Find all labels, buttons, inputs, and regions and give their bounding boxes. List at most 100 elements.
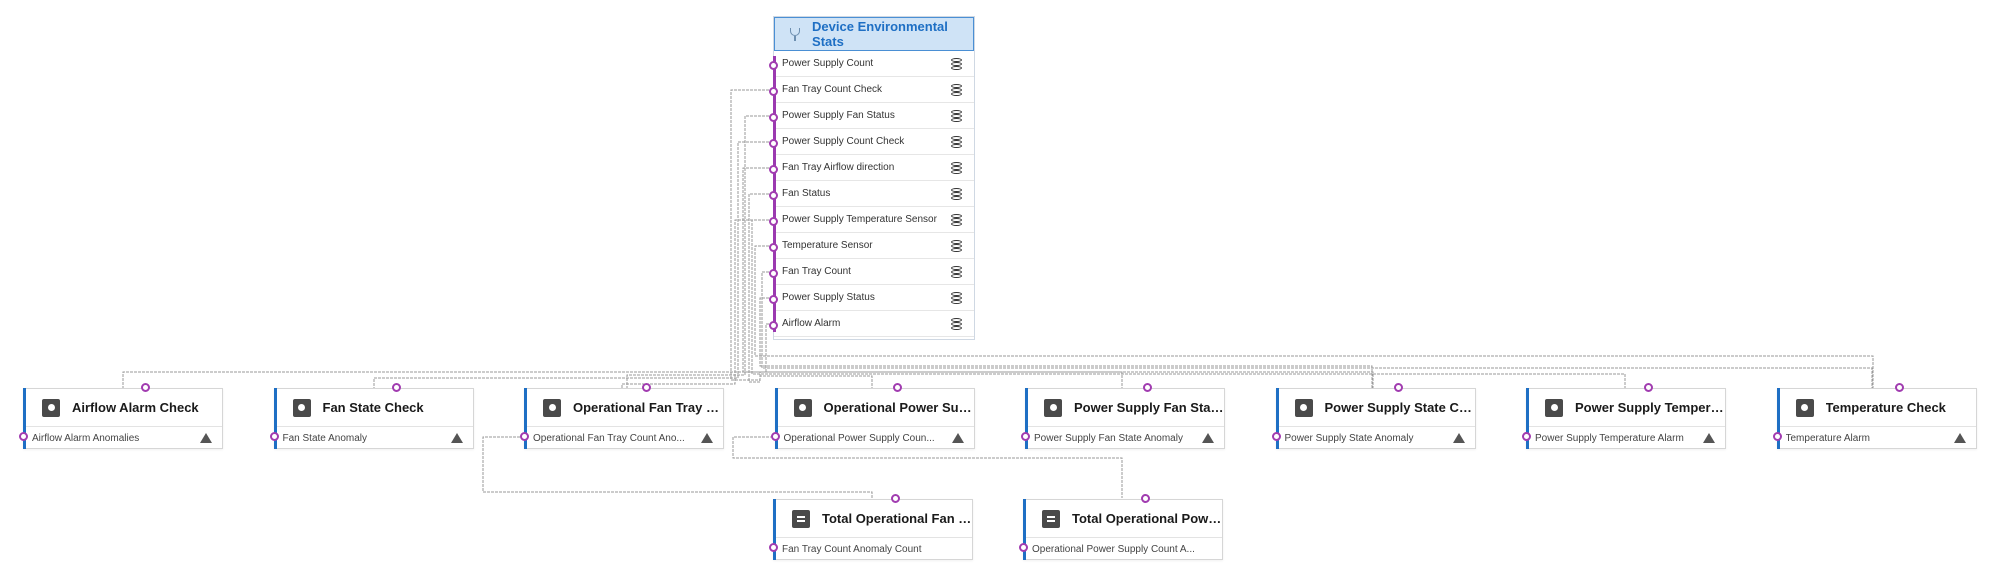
- source-row-port[interactable]: [769, 165, 778, 174]
- check-node[interactable]: Power Supply Temperatu...Power Supply Te…: [1526, 388, 1726, 449]
- source-row-label: Temperature Sensor: [782, 240, 873, 251]
- source-row-port[interactable]: [769, 139, 778, 148]
- node-header[interactable]: Airflow Alarm Check: [24, 389, 222, 427]
- node-title: Airflow Alarm Check: [72, 400, 199, 415]
- source-row-port[interactable]: [769, 217, 778, 226]
- source-row[interactable]: Power Supply Temperature Sensor: [774, 207, 974, 233]
- node-title: Total Operational Fan Tra...: [822, 511, 972, 526]
- check-icon: [543, 398, 561, 417]
- check-input-port[interactable]: [892, 383, 902, 392]
- check-input-port[interactable]: [1644, 383, 1653, 392]
- source-row-port[interactable]: [769, 113, 778, 122]
- database-icon: [951, 291, 962, 304]
- source-row-label: Power Supply Status: [782, 292, 875, 303]
- node-output-row[interactable]: Operational Power Supply Coun...: [776, 427, 974, 449]
- source-row[interactable]: Power Supply Count Check: [774, 129, 974, 155]
- source-row-label: Fan Tray Airflow direction: [782, 162, 895, 173]
- source-row[interactable]: Power Supply Fan Status: [774, 103, 974, 129]
- node-title: Operational Power Suppl...: [823, 400, 974, 415]
- check-input-port[interactable]: [642, 383, 651, 392]
- node-header[interactable]: Power Supply Fan State C...: [1026, 389, 1224, 427]
- check-input-port[interactable]: [1143, 383, 1152, 392]
- node-header[interactable]: Total Operational Fan Tra...: [774, 500, 972, 538]
- source-panel-device-environmental-stats[interactable]: Device Environmental Stats Power Supply …: [773, 16, 975, 340]
- node-output-row[interactable]: Power Supply Temperature Alarm: [1527, 427, 1725, 449]
- check-node[interactable]: Power Supply Fan State C... Power Supply …: [1025, 388, 1225, 449]
- source-row-port[interactable]: [769, 243, 778, 252]
- check-node[interactable]: Operational Fan Tray Cou...Operational F…: [524, 388, 724, 449]
- check-output-port[interactable]: [269, 432, 279, 441]
- source-row-port[interactable]: [769, 321, 778, 330]
- source-row[interactable]: Fan Status: [774, 181, 974, 207]
- warning-icon: [1452, 433, 1465, 443]
- node-title: Power Supply State Check: [1324, 400, 1475, 415]
- database-icon: [951, 135, 962, 148]
- node-header[interactable]: Operational Fan Tray Cou...: [525, 389, 723, 427]
- node-header[interactable]: Fan State Check: [274, 389, 473, 427]
- source-row[interactable]: Fan Tray Count: [774, 259, 974, 285]
- total-input-port[interactable]: [1141, 494, 1150, 503]
- check-output-port[interactable]: [1522, 432, 1531, 441]
- source-row[interactable]: Temperature Sensor: [774, 233, 974, 259]
- database-icon: [951, 317, 962, 330]
- source-row-label: Power Supply Count Check: [782, 136, 905, 147]
- check-input-port[interactable]: [1393, 383, 1403, 392]
- node-output-row[interactable]: Operational Power Supply Count A...: [1024, 538, 1222, 560]
- node-header[interactable]: Power Supply State Check: [1276, 389, 1475, 427]
- node-output-row[interactable]: Operational Fan Tray Count Ano...: [525, 427, 723, 449]
- source-row-port[interactable]: [769, 295, 778, 304]
- node-output-row[interactable]: Fan State Anomaly: [275, 427, 473, 449]
- total-node[interactable]: Total Operational Fan Tra... Fan Tray Cou…: [773, 499, 973, 560]
- source-row[interactable]: Fan Tray Count Check: [774, 77, 974, 103]
- node-header[interactable]: Total Operational Power ...: [1024, 500, 1222, 538]
- source-header[interactable]: Device Environmental Stats: [774, 17, 974, 51]
- total-node[interactable]: Total Operational Power ...Operational P…: [1023, 499, 1223, 560]
- node-output-row[interactable]: Power Supply State Anomaly: [1277, 427, 1475, 449]
- total-output-port[interactable]: [769, 543, 778, 552]
- source-row[interactable]: Fan Tray Airflow direction: [774, 155, 974, 181]
- total-input-port[interactable]: [891, 494, 900, 503]
- check-node[interactable]: Operational Power Suppl... Operational Po…: [774, 388, 975, 449]
- database-icon: [951, 239, 962, 252]
- check-output-port[interactable]: [1772, 432, 1782, 441]
- node-output-label: Power Supply Fan State Anomaly: [1034, 432, 1183, 444]
- source-row-port[interactable]: [769, 61, 778, 70]
- source-row-port[interactable]: [769, 87, 778, 96]
- node-output-label: Fan State Anomaly: [282, 432, 368, 444]
- node-output-row[interactable]: Fan Tray Count Anomaly Count: [774, 538, 972, 560]
- check-output-port[interactable]: [770, 432, 780, 441]
- check-output-port[interactable]: [1021, 432, 1030, 441]
- source-row-port[interactable]: [769, 269, 778, 278]
- check-output-port[interactable]: [19, 432, 28, 441]
- check-input-port[interactable]: [141, 383, 150, 392]
- check-input-port[interactable]: [391, 383, 401, 392]
- source-row-port[interactable]: [769, 191, 778, 200]
- source-row[interactable]: Power Supply Count: [774, 51, 974, 77]
- sum-icon: [1042, 509, 1060, 528]
- warning-icon: [450, 433, 463, 443]
- node-output-row[interactable]: Power Supply Fan State Anomaly: [1026, 427, 1224, 449]
- node-accent: [1023, 499, 1026, 560]
- check-input-port[interactable]: [1894, 383, 1904, 392]
- node-output-row[interactable]: Temperature Alarm: [1778, 427, 1976, 449]
- plug-icon: [787, 26, 802, 42]
- node-output-row[interactable]: Airflow Alarm Anomalies: [24, 427, 222, 449]
- node-header[interactable]: Temperature Check: [1777, 389, 1976, 427]
- source-row[interactable]: Airflow Alarm: [774, 311, 974, 337]
- source-row-label: Power Supply Count: [782, 58, 874, 69]
- source-row[interactable]: Power Supply Status: [774, 285, 974, 311]
- warning-icon: [1202, 433, 1214, 443]
- node-title: Temperature Check: [1825, 400, 1946, 415]
- node-header[interactable]: Operational Power Suppl...: [775, 389, 974, 427]
- total-output-port[interactable]: [1019, 543, 1028, 552]
- check-output-port[interactable]: [1271, 432, 1281, 441]
- node-title: Fan State Check: [322, 400, 424, 415]
- database-icon: [951, 265, 962, 278]
- node-header[interactable]: Power Supply Temperatu...: [1527, 389, 1725, 427]
- check-output-port[interactable]: [520, 432, 529, 441]
